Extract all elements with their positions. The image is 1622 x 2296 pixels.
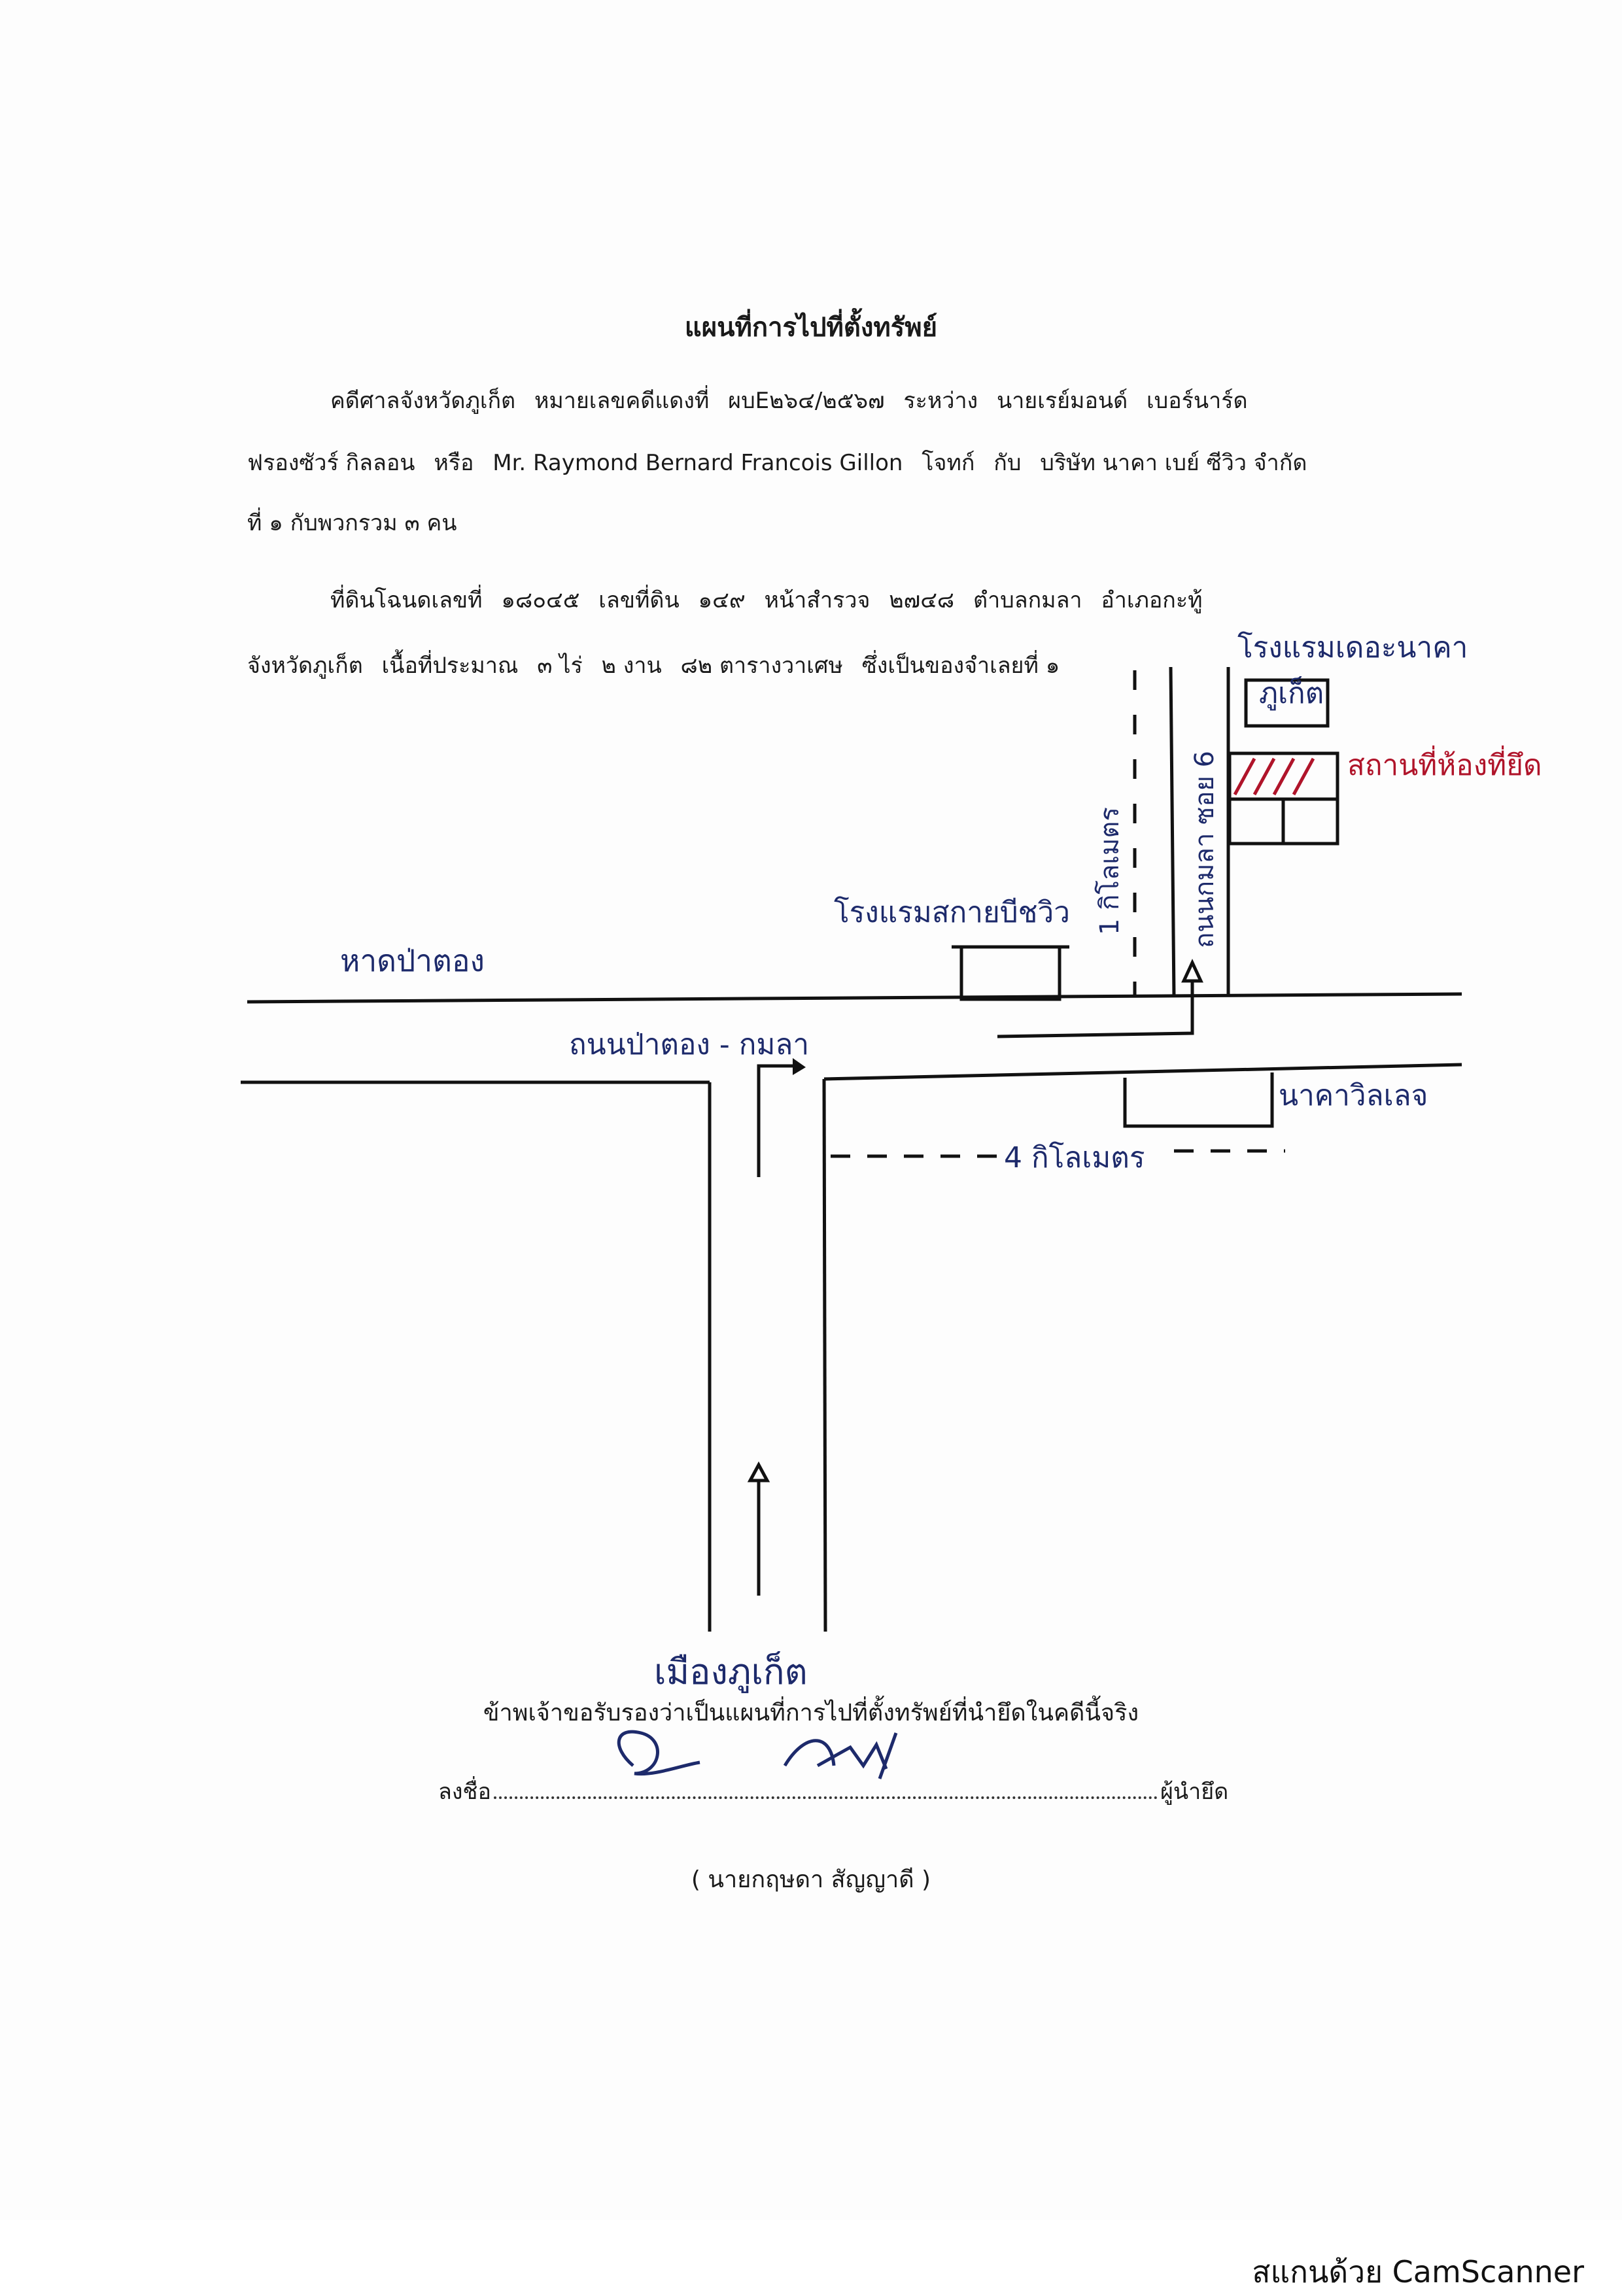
- label-road-name: ถนนป่าตอง - กมลา: [569, 1028, 809, 1061]
- land-area-line: จังหวัดภูเก็ต เนื้อที่ประมาณ ๓ ไร่ ๒ งาน…: [247, 647, 1071, 683]
- case-number-label: หมายเลขคดีแดงที่: [534, 388, 710, 414]
- label-beach-patong: หาดป่าตอง: [340, 943, 485, 978]
- parcel-number: ๑๔๙: [698, 587, 746, 613]
- property-hatching: [1233, 757, 1315, 796]
- sign-label: ลงชื่อ: [438, 1779, 491, 1805]
- area-rai: ๓ ไร่: [537, 653, 583, 679]
- defendant-name: บริษัท นาคา เบย์ ซีวิว จำกัด: [1040, 450, 1307, 476]
- route-to-soi-arrow: [997, 980, 1194, 1038]
- route-turn-arrowhead: [793, 1058, 806, 1075]
- plaintiff-english-name: Mr. Raymond Bernard Francois Gillon: [492, 450, 903, 476]
- court-name: คดีศาลจังหวัดภูเก็ต: [330, 388, 516, 414]
- signature-stroke-1: [617, 1730, 700, 1776]
- parties-line: ฟรองซัวร์ กิลลอน หรือ Mr. Raymond Bernar…: [247, 445, 1319, 480]
- or-word: หรือ: [434, 450, 474, 476]
- plaintiff-role: โจทก์: [922, 450, 975, 476]
- main-road-bottom-edge-right: [823, 1063, 1462, 1081]
- plaintiff-name-1: นายเรย์มอนด์: [996, 388, 1128, 414]
- subdistrict: ตำบลกมลา: [973, 587, 1082, 613]
- land-deed-line: ที่ดินโฉนดเลขที่ ๑๘๐๔๕ เลขที่ดิน ๑๔๙ หน้…: [330, 582, 1215, 617]
- district: อำเภอกะทู้: [1101, 587, 1203, 613]
- plaintiff-name-3: ฟรองซัวร์ กิลลอน: [247, 450, 415, 476]
- parcel-label: เลขที่ดิน: [598, 587, 680, 613]
- area-ngan: ๒ งาน: [601, 653, 662, 679]
- survey-label: หน้าสำรวจ: [764, 587, 871, 613]
- route-to-soi-arrowhead: [1181, 959, 1203, 983]
- case-line: คดีศาลจังหวัดภูเก็ต หมายเลขคดีแดงที่ ผบE…: [330, 383, 1260, 418]
- deed-label: ที่ดินโฉนดเลขที่: [330, 587, 483, 613]
- province: จังหวัดภูเก็ต: [247, 653, 363, 679]
- label-phuket-town: เมืองภูเก็ต: [654, 1651, 808, 1693]
- hotel-naka-building: [1244, 678, 1330, 728]
- signature-dots: [493, 1781, 1158, 1799]
- label-nakalay: นาคาวิลเลจ: [1279, 1079, 1428, 1112]
- soi-road-left-edge: [1169, 666, 1176, 998]
- main-road-top-edge: [247, 992, 1462, 1004]
- label-hotel-naka-2: ภูเก็ต: [1259, 676, 1324, 711]
- hotel-left-building: [959, 945, 1061, 1001]
- label-1km: 1 กิโลเมตร: [1095, 807, 1125, 935]
- label-property: สถานที่ห้องที่ยึด: [1347, 745, 1542, 782]
- nakalay-building: [1123, 1072, 1274, 1128]
- signer-name: ( นายกฤษดา สัญญาดี ): [691, 1866, 931, 1893]
- deed-number: ๑๘๐๔๕: [501, 587, 580, 613]
- between-word: ระหว่าง: [903, 388, 978, 414]
- seizer-label: ผู้นำยึด: [1160, 1779, 1229, 1805]
- area-label: เนื้อที่ประมาณ: [381, 653, 519, 679]
- camscanner-watermark: สแกนด้วย CamScanner: [1252, 2254, 1584, 2289]
- with-word: กับ: [993, 450, 1022, 476]
- label-hotel-naka: โรงแรมเดอะนาคา: [1237, 631, 1468, 664]
- defendants-count: ที่ ๑ กับพวกรวม ๓ คน: [247, 510, 457, 536]
- case-number: ผบE๒๖๔/๒๕๖๗: [728, 388, 885, 414]
- route-turn-arrow: [757, 1064, 793, 1177]
- area-wa: ๘๒ ตารางวาเศษ: [680, 653, 843, 679]
- label-4km: 4 กิโลเมตร: [1004, 1141, 1145, 1174]
- label-hotel-left: โรงแรมสกายบีชวิว: [834, 896, 1070, 929]
- owner-text: ซึ่งเป็นของจำเลยที่ ๑: [861, 653, 1060, 679]
- south-road-right-edge: [822, 1078, 827, 1632]
- document-title: แผนที่การไปที่ตั้งทรัพย์: [684, 313, 938, 343]
- plaintiff-name-2: เบอร์นาร์ด: [1147, 388, 1248, 414]
- north-arrowhead: [747, 1461, 770, 1482]
- scan-margin: [0, 2220, 1622, 2295]
- signature-line: ลงชื่อ ผู้นำยึด: [438, 1773, 1228, 1809]
- certify-statement: ข้าพเจ้าขอรับรองว่าเป็นแผนที่การไปที่ตั้…: [483, 1700, 1139, 1726]
- signature-stroke-2: [783, 1732, 898, 1779]
- label-soi: ถนนกมลา ซอย 6: [1190, 751, 1220, 948]
- survey-number: ๒๗๔๘: [889, 587, 955, 613]
